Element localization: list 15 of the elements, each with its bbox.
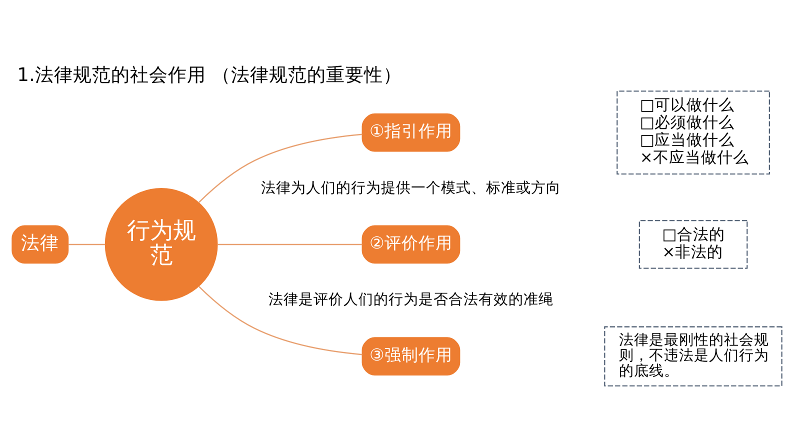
connector	[217, 243, 362, 245]
node-box: ②评价作用	[362, 224, 460, 264]
node-box: 法律是最刚性的社会规则，不违法是人们行为的底线。	[604, 326, 782, 386]
connector	[68, 243, 106, 245]
label: 法律为人们的行为提供一个模式、标准或方向	[260, 180, 561, 196]
node-box: 法律	[12, 224, 69, 264]
node-box: □可以做什么 □必须做什么 □应当做什么 ×不应当做什么	[616, 90, 770, 174]
node-box: ①指引作用	[362, 112, 460, 152]
node-box: ③强制作用	[362, 336, 460, 375]
connector	[198, 133, 362, 203]
node-box: □合法的 ×非法的	[638, 220, 748, 268]
node-circle: 行为规范	[104, 188, 218, 300]
diagram-title: 1.法律规范的社会作用 （法律规范的重要性）	[17, 64, 402, 86]
connector	[198, 285, 362, 355]
label: 法律是评价人们的行为是否合法有效的准绳	[268, 292, 554, 308]
